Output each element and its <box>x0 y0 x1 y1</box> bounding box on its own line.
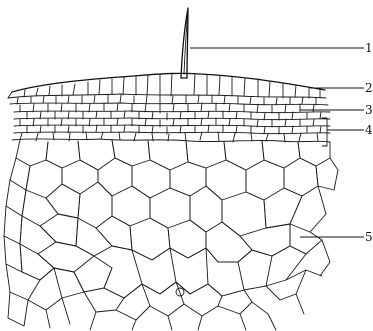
label-1: 1 <box>365 41 373 55</box>
ground-tissue <box>4 140 338 330</box>
root-hair <box>181 8 188 78</box>
label-5: 5 <box>365 230 373 244</box>
label-2: 2 <box>365 81 373 95</box>
label-4: 4 <box>365 123 373 137</box>
leader-lines <box>190 48 364 237</box>
epidermis-layer <box>8 73 328 105</box>
label-3: 3 <box>365 103 373 117</box>
callout-labels: 1 2 3 4 5 <box>365 41 373 244</box>
layered-band <box>14 103 330 134</box>
